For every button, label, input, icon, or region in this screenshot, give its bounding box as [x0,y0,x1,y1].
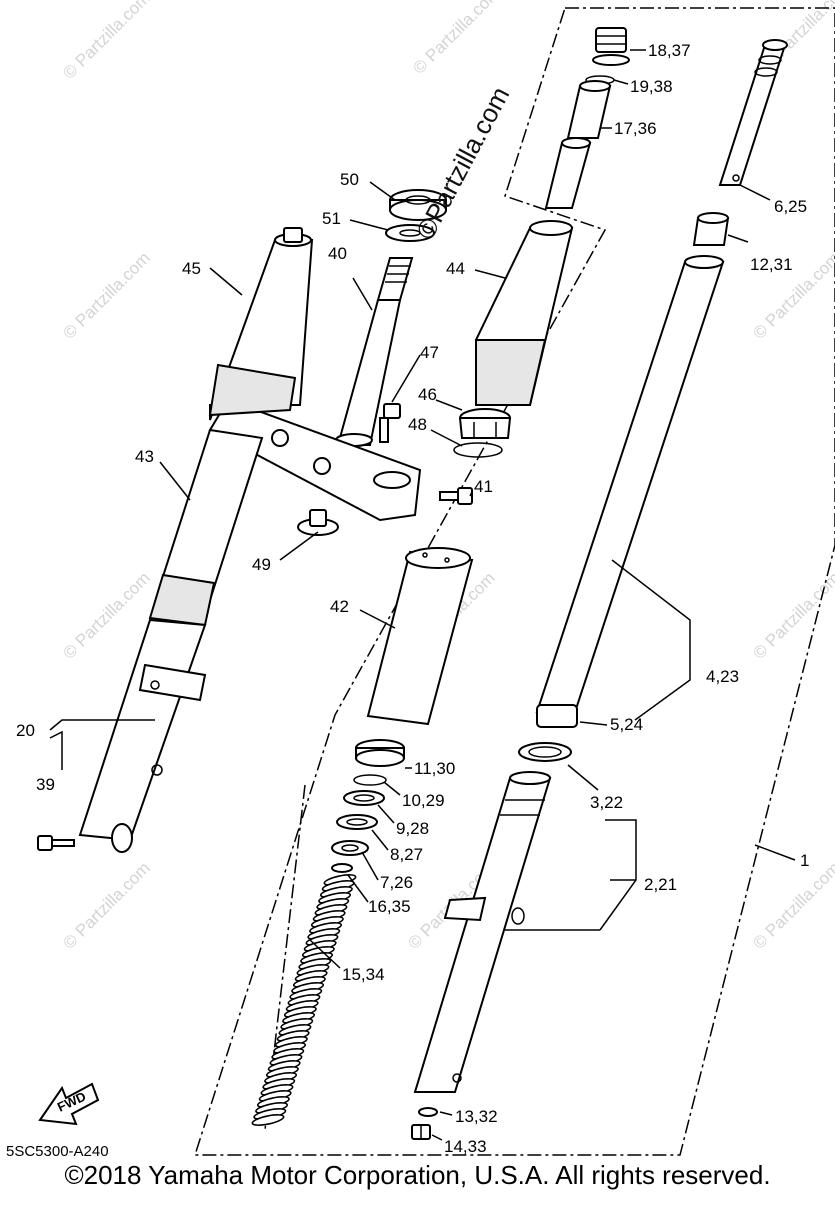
assembly-boundary [193,7,835,1156]
callout-2-21: 2,21 [644,875,677,894]
callout-19-38: 19,38 [630,77,673,96]
seal-part [385,224,435,242]
spring-coil [251,1114,285,1126]
fork-spring-part [251,874,357,1126]
slide-metal-part [355,739,405,767]
callout-41: 41 [474,477,493,496]
callout-8-27: 8,27 [390,845,423,864]
oil-seal-part [518,742,572,762]
washer-stack-part [331,790,385,856]
callout-16-35: 16,35 [368,897,411,916]
watermark: © Partzilla.com [59,248,153,342]
damper-seat-part [692,212,730,246]
callout-42: 42 [330,597,349,616]
callout-10-29: 10,29 [402,791,445,810]
watermark-layer: © Partzilla.com © Partzilla.com © Partzi… [59,0,835,953]
callout-14-33: 14,33 [444,1137,487,1156]
watermark: © Partzilla.com [749,858,835,952]
fork-cover-part [366,547,474,726]
callout-46: 46 [418,385,437,404]
callout-9-28: 9,28 [396,819,429,838]
callout-48: 48 [408,415,427,434]
callout-49: 49 [252,555,271,574]
callout-12-31: 12,31 [750,255,793,274]
left-fork-part [78,227,314,853]
callout-1: 1 [800,851,809,870]
inner-tube-part [535,255,725,728]
callout-17-36: 17,36 [614,119,657,138]
callout-40: 40 [328,244,347,263]
callout-15-34: 15,34 [342,965,385,984]
stem-cap-part [297,509,339,536]
callout-44: 44 [446,259,465,278]
callout-47: 47 [420,343,439,362]
callout-3-22: 3,22 [590,793,623,812]
callout-4-23: 4,23 [706,667,739,686]
copyright-footer: ©2018 Yamaha Motor Corporation, U.S.A. A… [64,1160,771,1190]
spring-seat-part [331,863,353,873]
callout-6-25: 6,25 [774,197,807,216]
callout-13-32: 13,32 [455,1107,498,1126]
callout-5-24: 5,24 [610,715,643,734]
callout-45: 45 [182,259,201,278]
under-bracket-part [208,398,422,522]
top-cover-part [475,220,574,406]
diagram-code: 5SC5300-A240 [6,1143,109,1160]
watermark: © Partzilla.com [409,0,503,78]
fwd-arrow-icon: FWD [38,1082,100,1126]
bearing-part [389,189,447,221]
callout-51: 51 [322,209,341,228]
spacer-part [544,80,612,209]
clamp-bolt-part [439,487,473,505]
sub-boundary [264,784,306,1131]
damper-rod-part [718,39,788,186]
callout-50: 50 [340,170,359,189]
pinch-bolt-part [379,403,401,443]
axle-bolt-part [37,835,75,851]
watermark: © Partzilla.com [59,858,153,952]
callout-43: 43 [135,447,154,466]
lock-washer-part [453,442,503,458]
watermark: © Partzilla.com [59,0,153,83]
callout-11-30: 11,30 [414,759,455,778]
washer-part [418,1107,438,1117]
steering-stem-part [335,257,414,447]
drain-bolt-part [411,1124,431,1140]
cap-bolt-part [592,27,630,66]
callout-20: 20 [16,721,35,740]
callout-18-37: 18,37 [648,41,691,60]
leader-lines [49,49,796,1141]
outer-tube-part [413,771,552,1093]
watermark: © Partzilla.com [749,568,835,662]
callout-39: 39 [36,775,55,794]
clip-part [353,774,387,786]
steering-nut-part [458,408,512,439]
callout-7-26: 7,26 [380,873,413,892]
